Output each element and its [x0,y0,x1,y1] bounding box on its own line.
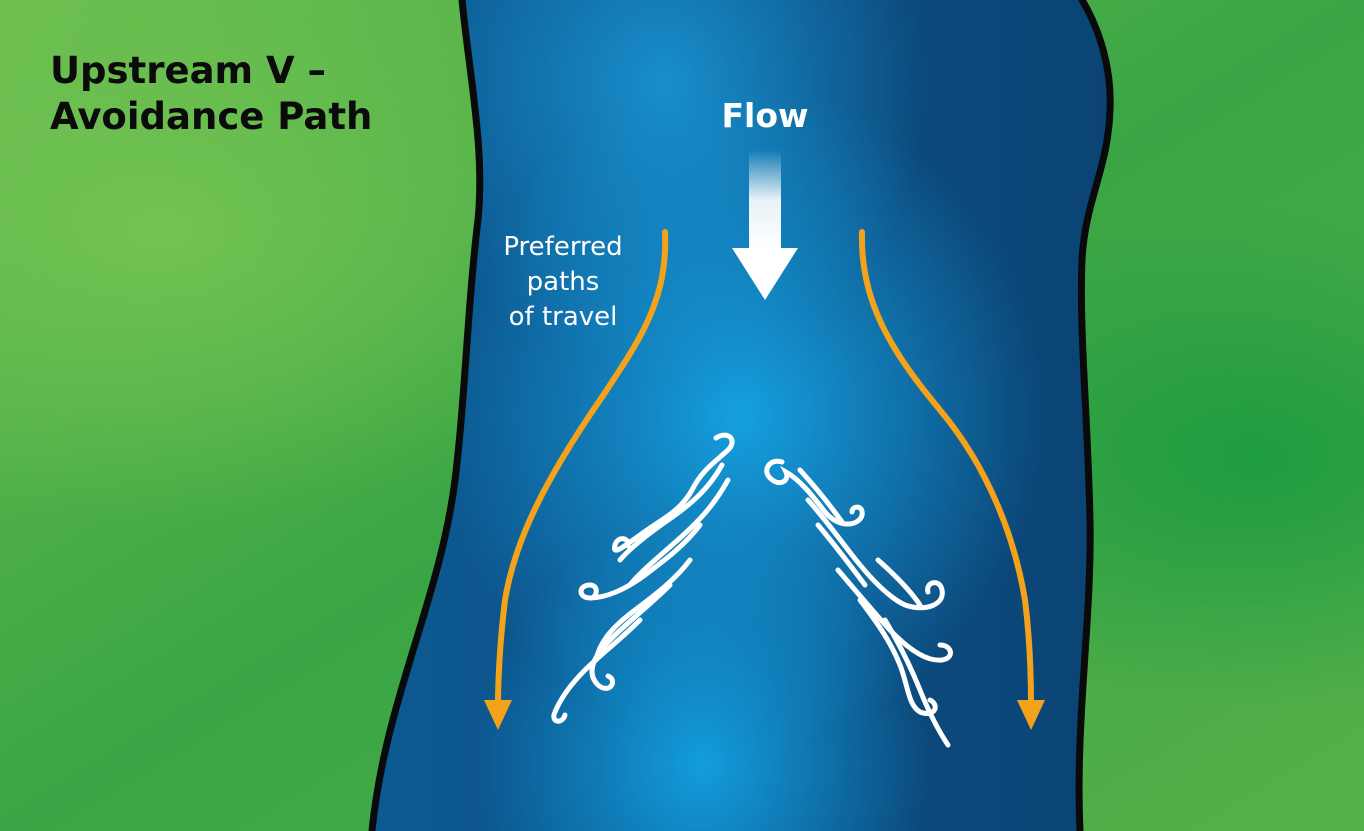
right-bank-outline [1075,0,1114,831]
left-bank-outline [368,0,484,831]
paths-label-line-3: of travel [508,302,618,332]
preferred-paths-label: Preferred paths of travel [478,230,648,335]
title-line-2: Avoidance Path [50,95,373,138]
right-turbulence-icon [764,458,953,748]
left-turbulence-icon [551,432,735,724]
diagram-title: Upstream V – Avoidance Path [50,48,372,140]
left-path-arrow-icon [484,229,669,730]
river-water [372,0,1111,831]
right-path-arrow-icon [858,229,1045,730]
title-line-1: Upstream V – [50,49,327,92]
paths-label-line-1: Preferred [503,232,623,262]
flow-arrow-icon [732,150,798,300]
flow-label: Flow [721,96,809,135]
paths-label-line-2: paths [526,267,600,297]
